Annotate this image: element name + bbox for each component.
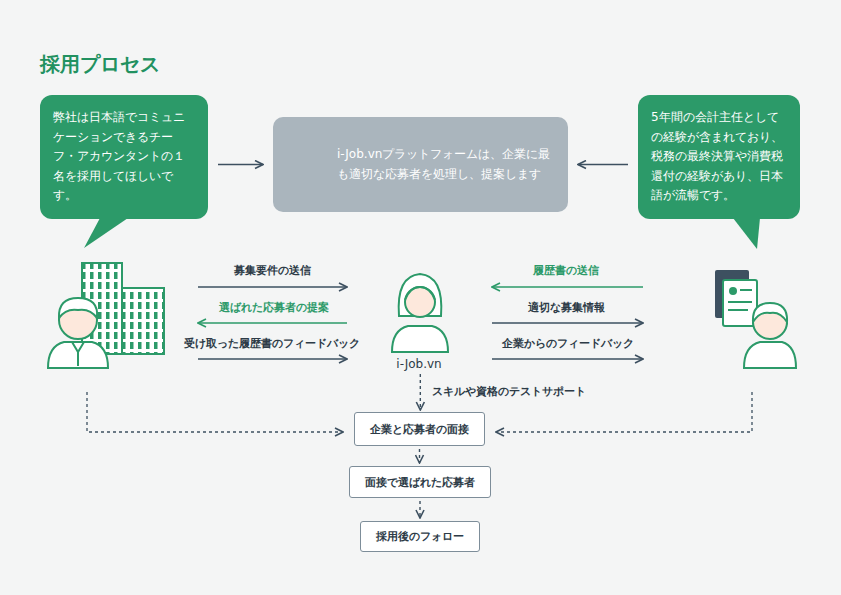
node-text: i-Job.vn: [396, 357, 444, 371]
company-icon: [48, 263, 164, 368]
process-box: 企業と応募者の面接: [354, 412, 485, 446]
connector: [419, 449, 420, 463]
bubble-tail: [84, 218, 128, 248]
connector: [420, 374, 421, 410]
speech-bubble: 弊社は日本語でコミュニケーションできるチーフ・アカウンタントの１名を採用してほし…: [40, 95, 208, 219]
node-text: i-Job.vnプラットフォームは、企業に最も適切な応募者を処理し、提案します: [337, 145, 554, 184]
connector: [419, 501, 420, 518]
edge-label: スキルや資格のテストサポート: [430, 385, 588, 399]
node-text: 採用後のフォロー: [376, 529, 464, 544]
bubble-tail: [733, 218, 760, 249]
speech-bubble: 5年間の会計主任としての経験が含まれており、税務の最終決算や消費税還付の経験があ…: [638, 95, 800, 219]
node-text: 弊社は日本語でコミュニケーションできるチーフ・アカウンタントの１名を採用してほし…: [53, 108, 195, 205]
platform-box: i-Job.vnプラットフォームは、企業に最も適切な応募者を処理し、提案します: [273, 117, 568, 212]
arrow-label: 企業からのフィードバック: [500, 337, 636, 351]
consultant-label: i-Job.vn: [393, 356, 447, 372]
connector: [578, 164, 628, 165]
arrow-label: 受け取った履歴書のフィードバック: [182, 337, 362, 351]
arrow-label: 募集要件の送信: [232, 264, 313, 278]
arrow-label: 履歴書の送信: [531, 264, 601, 278]
node-text: 5年間の会計主任としての経験が含まれており、税務の最終決算や消費税還付の経験があ…: [651, 108, 787, 205]
node-text: 企業と応募者の面接: [370, 422, 469, 437]
connector: [218, 164, 263, 165]
process-box: 面接で選ばれた応募者: [349, 466, 491, 498]
consultant-icon: [392, 274, 448, 352]
title: 採用プロセス: [40, 51, 160, 78]
arrow-label: 適切な募集情報: [526, 301, 607, 315]
process-box: 採用後のフォロー: [360, 521, 480, 552]
node-text: 面接で選ばれた応募者: [365, 475, 475, 490]
arrow-label: 選ばれた応募者の提案: [217, 301, 331, 315]
candidate-icon: [715, 270, 796, 368]
